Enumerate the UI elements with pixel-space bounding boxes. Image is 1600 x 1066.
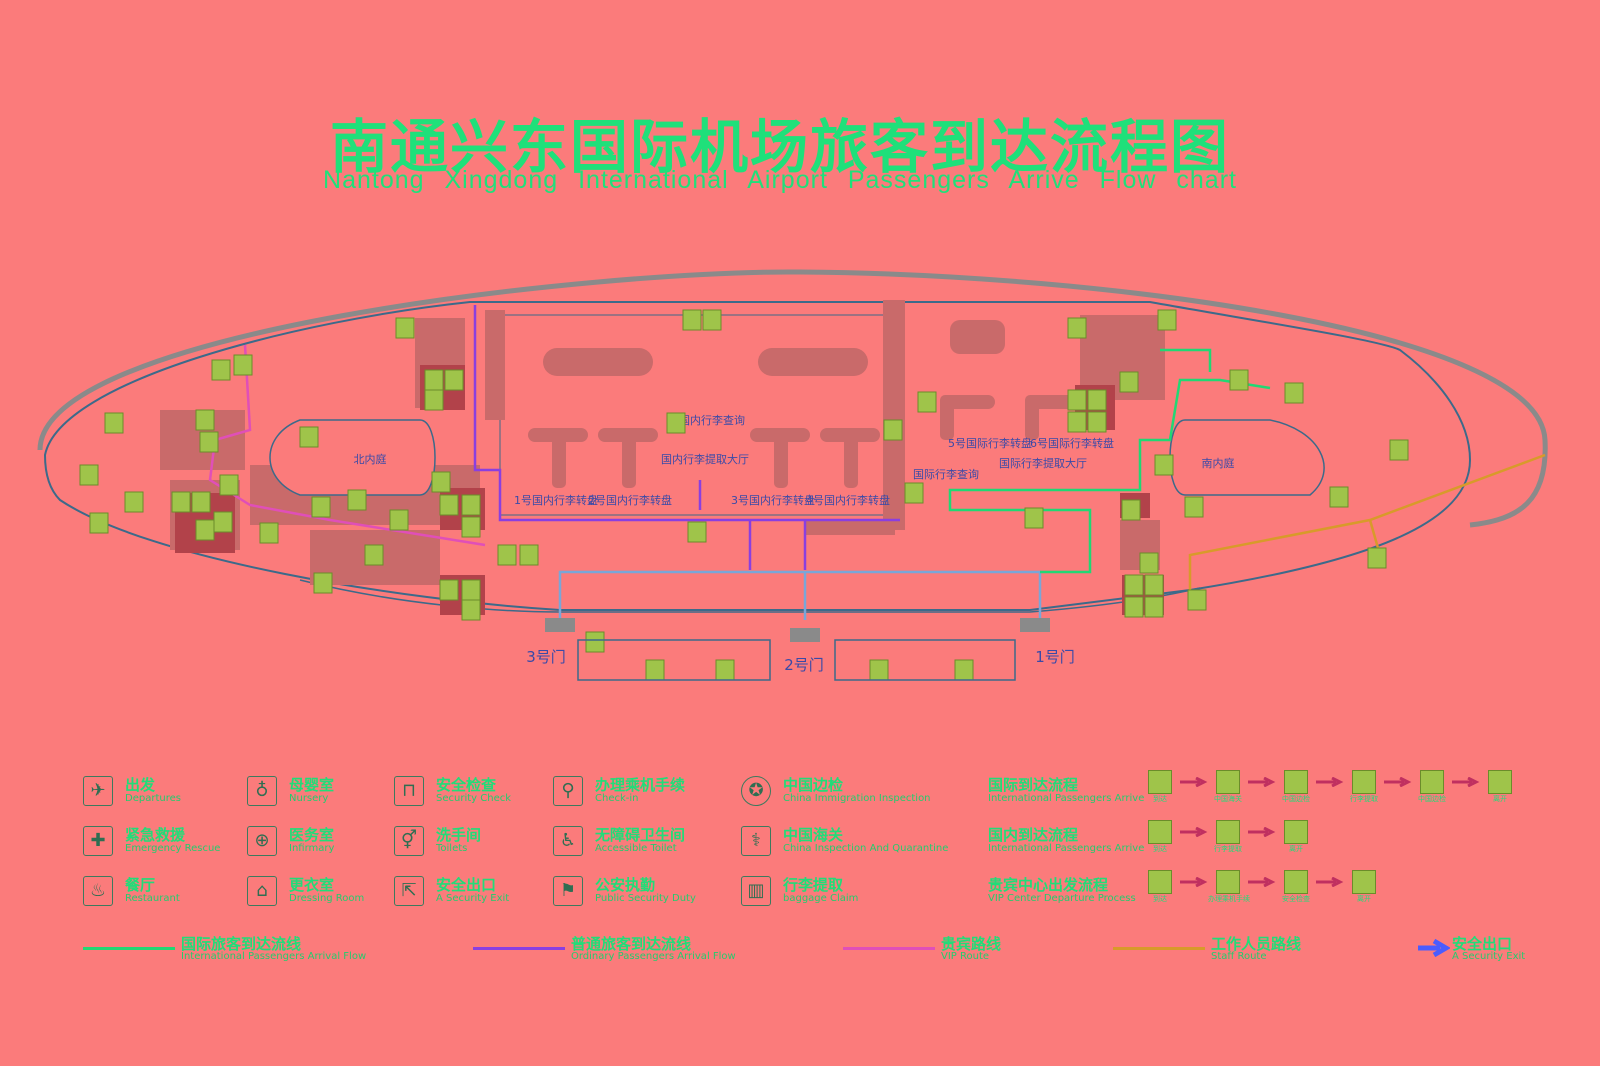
page-title: 南通兴东国际机场旅客到达流程图 bbox=[329, 113, 1230, 181]
exit-distribution-route bbox=[558, 570, 1042, 620]
arrow-right-icon bbox=[1180, 827, 1208, 837]
gate-2-label: 2号门 bbox=[784, 656, 824, 674]
ordinary-route bbox=[473, 305, 900, 570]
flow-step: 离开 bbox=[1352, 870, 1380, 904]
domestic-inquiry-label: 国内行李查询 bbox=[679, 413, 745, 427]
exit-arrow-icon bbox=[1418, 938, 1450, 958]
legend-exit: ⇱ 安全出口 A Security Exit bbox=[394, 876, 564, 916]
legend-emergency: ✚ 紧急救援 Emergency Rescue bbox=[83, 826, 253, 866]
legend-quarantine: ⚕ 中国海关 China Inspection And Quarantine bbox=[741, 826, 948, 866]
security-gate-icon: ⊓ bbox=[394, 776, 424, 806]
carousel-2-label: 2号国内行李转盘 bbox=[588, 493, 672, 507]
immigration-emblem-icon: ✪ bbox=[741, 776, 771, 806]
south-courtyard-label: 南内庭 bbox=[1202, 456, 1235, 470]
carousel-3-label: 3号国内行李转盘 bbox=[731, 493, 815, 507]
infirmary-icon: ⊕ bbox=[247, 826, 277, 856]
customs-icon: ⚕ bbox=[741, 826, 771, 856]
carousel-5-label: 5号国际行李转盘 bbox=[948, 436, 1032, 450]
vip-route bbox=[208, 344, 486, 547]
wheelchair-icon: ♿ bbox=[553, 826, 583, 856]
legend-dressing: ⌂ 更衣室 Dressing Room bbox=[247, 876, 417, 916]
domestic-hall-label: 国内行李提取大厅 bbox=[661, 452, 749, 466]
restaurant-icon: ♨ bbox=[83, 876, 113, 906]
arrow-right-icon bbox=[1316, 877, 1344, 887]
flow-step: 离开 bbox=[1284, 820, 1312, 854]
flow-step: 行李提取 bbox=[1350, 770, 1380, 804]
flow-step: 中国海关 bbox=[1214, 770, 1244, 804]
legend-accessible: ♿ 无障碍卫生间 Accessible Toilet bbox=[553, 826, 723, 866]
international-route bbox=[948, 348, 1271, 574]
carousels-domestic bbox=[528, 348, 880, 488]
flow-step: 办理乘机手续 bbox=[1208, 870, 1250, 904]
baggage-claim-icon: ▥ bbox=[741, 876, 771, 906]
legend-checkin: ⚲ 办理乘机手续 Check-in bbox=[553, 776, 723, 816]
carousel-4-label: 4号国内行李转盘 bbox=[806, 493, 890, 507]
arrow-right-icon bbox=[1316, 777, 1344, 787]
legend-nursery: ♁ 母婴室 Nursery bbox=[247, 776, 417, 816]
plane-departure-icon: ✈ bbox=[83, 776, 113, 806]
flow-step: 中国边检 bbox=[1282, 770, 1312, 804]
legend-toilets: ⚥ 洗手间 Toilets bbox=[394, 826, 564, 866]
arrow-right-icon bbox=[1248, 877, 1276, 887]
emergency-exit-icon: ⇱ bbox=[394, 876, 424, 906]
baby-icon: ♁ bbox=[247, 776, 277, 806]
legend-restaurant: ♨ 餐厅 Restaurant bbox=[83, 876, 253, 916]
toilet-icon: ⚥ bbox=[394, 826, 424, 856]
north-courtyard-label: 北内庭 bbox=[354, 452, 387, 466]
gate-3-label: 3号门 bbox=[526, 648, 566, 666]
flow-step: 到达 bbox=[1148, 870, 1176, 904]
page-subtitle: Nantong Xingdong International Airport P… bbox=[323, 166, 1237, 194]
carousel-1-label: 1号国内行李转盘 bbox=[514, 493, 598, 507]
building-outline bbox=[43, 301, 1472, 611]
arrow-right-icon bbox=[1180, 877, 1208, 887]
facility-icons bbox=[79, 309, 1409, 681]
gate-doors bbox=[545, 618, 1050, 642]
arrow-right-icon bbox=[1180, 777, 1208, 787]
international-hall-label: 国际行李提取大厅 bbox=[999, 456, 1087, 470]
legend-baggage: ▥ 行李提取 baggage Claim bbox=[741, 876, 911, 916]
legend-police: ⚑ 公安执勤 Public Security Duty bbox=[553, 876, 723, 916]
legend-departures: ✈ 出发 Departures bbox=[83, 776, 253, 816]
legend-security: ⊓ 安全检查 Security Check bbox=[394, 776, 564, 816]
flow-step: 中国边检 bbox=[1418, 770, 1448, 804]
legend-immigration: ✪ 中国边检 China Immigration Inspection bbox=[741, 776, 931, 816]
flow-step: 到达 bbox=[1148, 770, 1176, 804]
south-courtyard bbox=[1169, 419, 1325, 496]
north-courtyard bbox=[269, 419, 436, 496]
terminal-map: 北内庭 南内庭 国内行李提取大厅 国际行李提取大厅 国内行李查询 国际行李查询 … bbox=[37, 269, 1548, 681]
carousel-6-label: 6号国际行李转盘 bbox=[1030, 436, 1114, 450]
flow-step: 行李提取 bbox=[1214, 820, 1244, 854]
arrow-right-icon bbox=[1248, 777, 1276, 787]
arrow-right-icon bbox=[1452, 777, 1480, 787]
terminal-outline bbox=[37, 269, 1548, 528]
police-icon: ⚑ bbox=[553, 876, 583, 906]
arrow-right-icon bbox=[1384, 777, 1412, 787]
dressing-room-icon: ⌂ bbox=[247, 876, 277, 906]
arrow-right-icon bbox=[1248, 827, 1276, 837]
international-inquiry-label: 国际行李查询 bbox=[913, 467, 979, 481]
legend-infirmary: ⊕ 医务室 Infirmary bbox=[247, 826, 417, 866]
gate-1-label: 1号门 bbox=[1035, 648, 1075, 666]
flow-step: 到达 bbox=[1148, 820, 1176, 854]
checkin-icon: ⚲ bbox=[553, 776, 583, 806]
medical-cross-icon: ✚ bbox=[83, 826, 113, 856]
flow-step: 离开 bbox=[1488, 770, 1516, 804]
flow-step: 安全检查 bbox=[1282, 870, 1312, 904]
